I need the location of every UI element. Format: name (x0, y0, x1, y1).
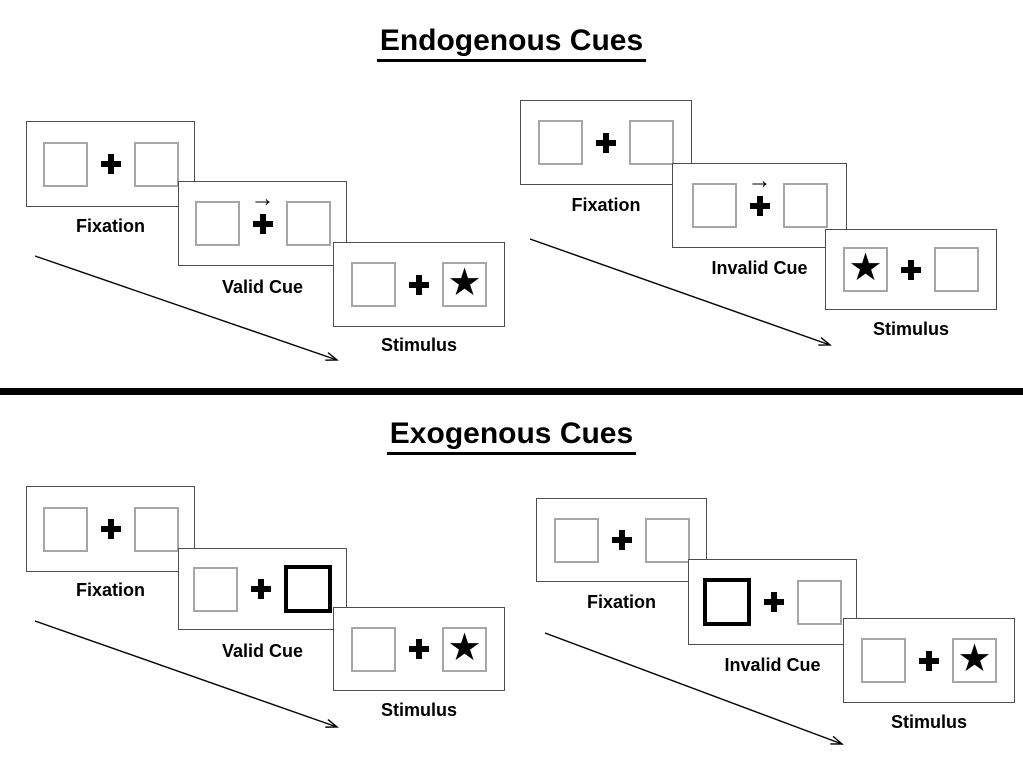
panel-label: Stimulus (890, 712, 967, 732)
panel-label: Fixation (571, 195, 641, 215)
fixation-panel (26, 486, 195, 572)
right-box (133, 506, 179, 552)
plus-icon (409, 639, 429, 659)
panel-label: Invalid Cue (724, 655, 821, 675)
fixation-cross (919, 650, 939, 671)
stimulus-panel: ★ (333, 607, 505, 691)
left-box (691, 183, 737, 228)
valid-cue-panel: → (178, 181, 347, 266)
cue-arrow-icon: → (747, 166, 772, 194)
timeline-arrow (34, 255, 337, 360)
plus-icon (409, 274, 429, 295)
invalid-cue-panel (688, 559, 857, 645)
fixation-panel (536, 498, 707, 582)
star-icon: ★ (447, 626, 482, 669)
fixation-cross (251, 579, 271, 599)
star-icon: ★ (447, 262, 482, 304)
fixation-cross (596, 132, 616, 153)
plus-icon (100, 519, 121, 539)
left-box (351, 262, 396, 307)
plus-icon (901, 259, 921, 280)
left-box (42, 141, 88, 187)
right-box (644, 517, 690, 563)
panel-label: Fixation (75, 580, 145, 600)
right-box (934, 247, 979, 292)
fixation-cross (611, 530, 632, 550)
fixation-panel (26, 121, 195, 207)
right-box (782, 183, 828, 228)
right-box-highlighted (284, 565, 332, 613)
section-title-text: Endogenous Cues (376, 24, 647, 62)
panel-label: Fixation (75, 216, 145, 236)
plus-icon (252, 213, 273, 234)
left-box (538, 120, 583, 165)
left-box-highlighted (703, 578, 751, 626)
right-box (285, 201, 331, 246)
panel-label: Valid Cue (221, 641, 304, 661)
section-title-exogenous: Exogenous Cues (0, 417, 1023, 455)
stimulus-panel: ★ (843, 618, 1015, 703)
panel-label: Valid Cue (221, 277, 304, 297)
panel-label: Stimulus (380, 335, 457, 355)
invalid-cue-panel: → (672, 163, 847, 248)
fixation-cross (100, 519, 121, 539)
timeline-arrow (544, 632, 842, 744)
star-icon: ★ (957, 638, 992, 680)
stimulus-panel: ★ (333, 242, 505, 327)
plus-icon (611, 530, 632, 550)
fixation-cross: → (748, 168, 772, 216)
stimulus-panel: ★ (825, 229, 997, 310)
valid-cue-panel (178, 548, 347, 630)
right-box (797, 579, 842, 625)
right-box: ★ (952, 638, 997, 683)
left-box (861, 638, 906, 683)
left-box (42, 506, 88, 552)
fixation-cross (764, 592, 784, 612)
section-divider (0, 388, 1023, 395)
plus-icon (749, 195, 770, 216)
right-box (133, 141, 179, 187)
plus-icon (764, 592, 784, 612)
plus-icon (919, 650, 939, 671)
fixation-cross (409, 639, 429, 659)
section-title-endogenous: Endogenous Cues (0, 24, 1023, 62)
timeline-arrow (529, 238, 830, 345)
right-box: ★ (442, 262, 487, 307)
left-box (553, 517, 599, 563)
right-box: ★ (442, 626, 487, 672)
fixation-cross (100, 154, 121, 174)
plus-icon (596, 132, 616, 153)
panel-label: Fixation (586, 592, 656, 612)
panel-label: Invalid Cue (711, 258, 808, 278)
timeline-arrow (34, 620, 337, 727)
left-box (194, 201, 240, 246)
fixation-panel (520, 100, 692, 185)
plus-icon (251, 579, 271, 599)
panel-label: Stimulus (872, 319, 949, 339)
left-box (193, 566, 238, 612)
fixation-cross (901, 259, 921, 280)
right-box (629, 120, 674, 165)
panel-label: Stimulus (380, 700, 457, 720)
left-box (351, 626, 396, 672)
section-title-text: Exogenous Cues (386, 417, 637, 455)
fixation-cross (409, 274, 429, 295)
plus-icon (100, 154, 121, 174)
fixation-cross: → (251, 186, 275, 234)
star-icon: ★ (848, 247, 883, 289)
cue-arrow-icon: → (250, 184, 275, 212)
left-box: ★ (843, 247, 888, 292)
